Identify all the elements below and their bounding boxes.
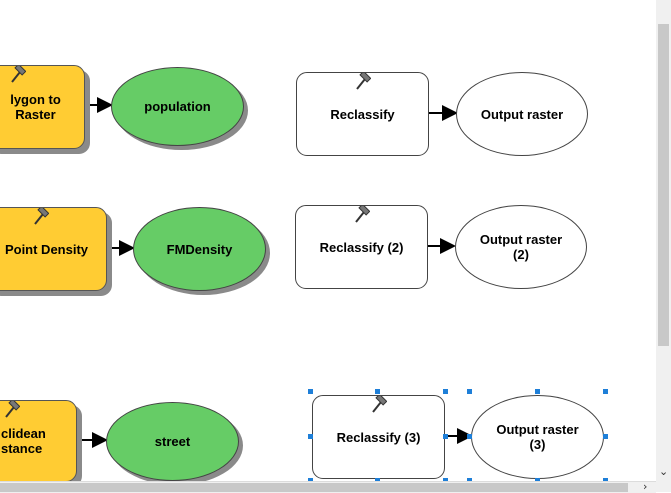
data-node-output-raster-2[interactable]: Output raster (2): [455, 205, 587, 289]
tool-node-label: Reclassify (3): [336, 429, 421, 445]
selection-handle[interactable]: [375, 389, 380, 394]
tool-node-label: Reclassify: [330, 106, 395, 122]
selection-handle[interactable]: [467, 434, 472, 439]
tool-node-label: Reclassify (2): [319, 239, 404, 255]
data-node-output-raster[interactable]: Output raster: [456, 72, 588, 156]
hammer-icon: [372, 396, 387, 413]
tool-node-label: clidean stance: [1, 426, 46, 456]
selection-handle[interactable]: [535, 389, 540, 394]
selection-handle[interactable]: [308, 389, 313, 394]
data-node-label: Output raster: [480, 106, 564, 122]
scrollbar-corner: [656, 481, 671, 492]
horizontal-scrollbar-thumb[interactable]: [0, 483, 628, 492]
tool-node-label: Point Density: [4, 241, 89, 257]
selection-handle[interactable]: [467, 478, 472, 481]
hammer-icon: [356, 73, 371, 90]
scroll-down-arrow-icon[interactable]: ⌄: [659, 465, 669, 478]
hammer-icon: [355, 206, 370, 223]
data-node-output-raster-3[interactable]: Output raster (3): [471, 395, 604, 479]
data-node-label: population: [144, 99, 211, 114]
selection-handle[interactable]: [443, 478, 448, 481]
tool-node-euclidean-distance[interactable]: clidean stance: [0, 400, 77, 481]
selection-handle[interactable]: [535, 478, 540, 481]
data-node-street[interactable]: street: [106, 402, 239, 481]
data-node-fmdensity[interactable]: FMDensity: [133, 207, 266, 291]
selection-handle[interactable]: [603, 389, 608, 394]
hammer-icon: [11, 66, 26, 83]
tool-node-point-density[interactable]: Point Density: [0, 207, 107, 291]
vertical-scrollbar-thumb[interactable]: [658, 24, 669, 346]
tool-node-reclassify-2[interactable]: Reclassify (2): [295, 205, 428, 289]
data-node-label: Output raster (3): [496, 422, 579, 452]
data-node-label: FMDensity: [166, 241, 233, 257]
selection-handle[interactable]: [308, 434, 313, 439]
scroll-right-arrow-icon[interactable]: ›: [643, 480, 648, 493]
tool-node-label: lygon to Raster: [10, 92, 61, 122]
data-node-population[interactable]: population: [111, 67, 244, 146]
selection-handle[interactable]: [308, 478, 313, 481]
selection-handle[interactable]: [375, 478, 380, 481]
selection-handle[interactable]: [443, 434, 448, 439]
selection-handle[interactable]: [467, 389, 472, 394]
data-node-label: street: [154, 434, 191, 449]
selection-handle[interactable]: [603, 478, 608, 481]
data-node-label: Output raster (2): [479, 232, 563, 262]
model-canvas[interactable]: lygon to Raster population Reclassify Ou…: [0, 0, 656, 481]
hammer-icon: [34, 208, 49, 225]
hammer-icon: [5, 401, 20, 418]
selection-handle[interactable]: [443, 389, 448, 394]
selection-handle[interactable]: [603, 434, 608, 439]
